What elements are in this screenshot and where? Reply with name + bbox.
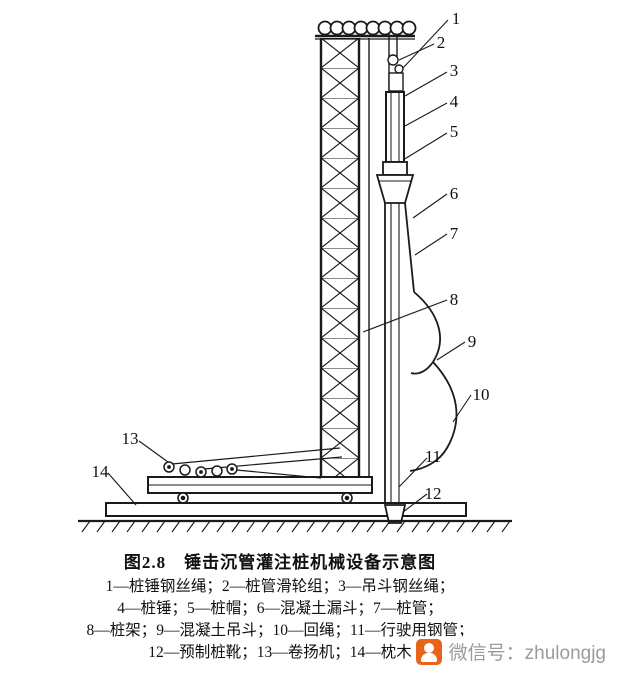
- pile-shoe: [383, 504, 407, 524]
- figure-legend: 1—桩锤钢丝绳；2—桩管滑轮组；3—吊斗钢丝绳； 4—桩锤；5—桩帽；6—混凝土…: [0, 576, 560, 664]
- callout-12: 12: [425, 484, 442, 503]
- callout-4: 4: [450, 92, 459, 111]
- sleeper-beam: [105, 502, 467, 517]
- callout-8: 8: [450, 290, 459, 309]
- callout-numbers: 1 2 3 4 5 6 7 8 9 10 11 12 13 14: [92, 9, 490, 503]
- callout-5: 5: [450, 122, 459, 141]
- crown-pulleys: [315, 20, 417, 40]
- callout-6: 6: [450, 184, 459, 203]
- wechat-icon-head: [423, 642, 434, 653]
- legend-line: 4—桩锤；5—桩帽；6—混凝土漏斗；7—桩管；: [117, 600, 443, 617]
- base-carriage: [147, 476, 373, 504]
- pile-cap: [382, 161, 408, 176]
- lattice-mast: [319, 38, 370, 480]
- callout-7: 7: [450, 224, 459, 243]
- callout-leader-lines: [107, 19, 472, 513]
- ground: [78, 519, 512, 533]
- callout-3: 3: [450, 61, 459, 80]
- figure-caption: 图2.8 锤击沉管灌注桩机械设备示意图: [123, 553, 437, 572]
- callout-10: 10: [473, 385, 490, 404]
- hammer-rope-and-block: [387, 34, 404, 92]
- wechat-id-text: 微信号：zhulongjg: [448, 643, 606, 664]
- wechat-icon-body: [420, 652, 437, 662]
- bucket-and-return-rope: [409, 291, 458, 472]
- callout-11: 11: [425, 447, 441, 466]
- legend-line: 1—桩锤钢丝绳；2—桩管滑轮组；3—吊斗钢丝绳；: [105, 578, 455, 595]
- wechat-icon: [415, 638, 442, 665]
- callout-9: 9: [468, 332, 477, 351]
- legend-line: 8—桩架；9—混凝土吊斗；10—回绳；11—行驶用钢管；: [86, 622, 474, 639]
- legend-line: 12—预制桩靴；13—卷扬机；14—枕木: [148, 644, 412, 661]
- winch: [163, 447, 343, 479]
- callout-1: 1: [452, 9, 461, 28]
- callout-14: 14: [92, 462, 110, 481]
- callout-2: 2: [437, 33, 446, 52]
- pile-tube: [384, 202, 415, 505]
- pile-driver-diagram: 1 2 3 4 5 6 7 8 9 10 11 12 13 14: [78, 9, 512, 533]
- callout-13: 13: [122, 429, 139, 448]
- concrete-funnel: [375, 174, 415, 204]
- wechat-watermark: 微信号：zhulongjg: [413, 636, 608, 667]
- pile-hammer: [385, 91, 405, 163]
